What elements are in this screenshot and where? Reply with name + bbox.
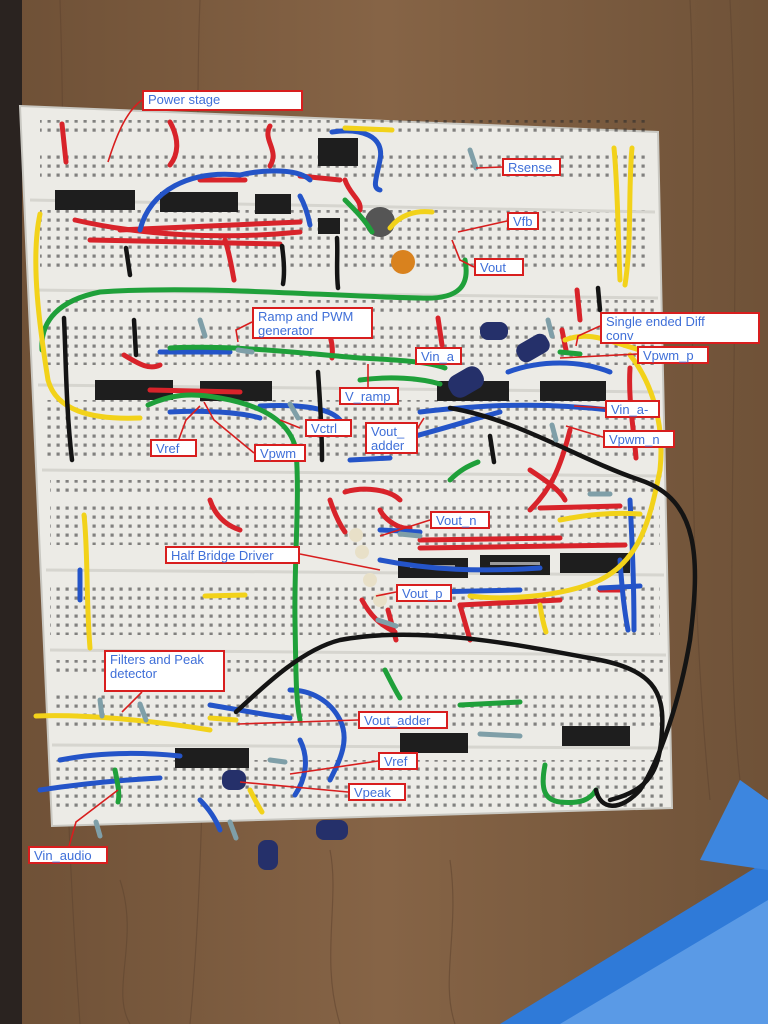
ic-filter-1 [175,748,249,768]
black-wires [61,235,698,808]
label-vpwm: Vpwm [254,444,306,462]
label-vin-a-minus: Vin_a- [605,400,660,418]
label-vout-n: Vout_n [430,511,490,529]
capacitor-blue-1 [480,322,508,340]
ic-filter-3 [562,726,630,746]
label-vctrl: Vctrl [305,419,352,437]
capacitor-blue-2 [516,333,550,363]
ic-power-1 [55,190,135,210]
label-half-bridge: Half Bridge Driver [165,546,300,564]
label-vref-bottom: Vref [378,752,418,770]
red-wires [59,119,639,643]
ic-driver-3 [560,553,630,573]
label-vpwm-n: Vpwm_n [603,430,675,448]
label-power-stage: Power stage [142,90,303,111]
mosfet-1 [318,138,358,166]
capacitor-orange [391,250,415,274]
mosfet-2 [318,218,340,234]
label-vpwm-p: Vpwm_p [637,346,709,364]
capacitors [222,207,550,870]
dark-floor-left [0,0,22,1024]
label-vfb: Vfb [507,212,539,230]
label-vout: Vout [474,258,524,276]
label-vout-p: Vout_p [396,584,452,602]
label-vin-audio: Vin_audio [28,846,108,864]
label-vpeak: Vpeak [348,783,406,801]
capacitor-blue-5 [316,820,348,840]
ic-ramp-1 [95,380,173,400]
label-rsense: Rsense [502,158,561,176]
ic-diff-2 [540,381,606,401]
ic-power-3 [255,194,291,214]
ic-power-2 [160,192,238,212]
label-single-diff: Single ended Diff conv [600,312,760,344]
label-vref-top: Vref [150,439,197,457]
resistors [93,147,613,841]
blue-binder [500,780,768,1024]
capacitor-blue-4 [222,770,246,790]
label-vout-adder-top: Vout_ adder [365,422,418,454]
label-vin-a: Vin_a [415,347,462,365]
capacitor-blue-6 [258,840,278,870]
capacitor-blue-3 [448,366,484,398]
label-ramp-pwm: Ramp and PWM generator [252,307,373,339]
label-vout-adder-bottom: Vout_adder [358,711,448,729]
label-v-ramp: V_ramp [339,387,399,405]
ic-filter-2 [400,733,468,753]
label-filters-peak: Filters and Peak detector [104,650,225,692]
